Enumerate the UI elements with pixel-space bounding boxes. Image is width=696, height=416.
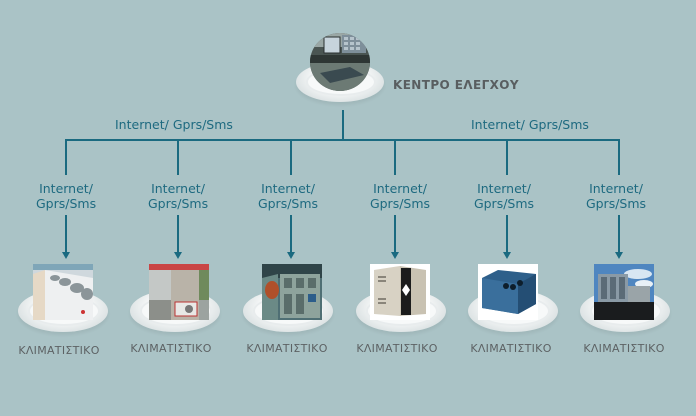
branch-1-arrowhead-icon bbox=[62, 252, 70, 259]
branch-3-link-line2: Gprs/Sms bbox=[257, 196, 319, 211]
center-title: ΚΕΝΤΡΟ ΕΛΕΓΧΟΥ bbox=[393, 78, 519, 92]
unit-3-industrial-cabinet-icon bbox=[262, 264, 322, 320]
unit-4-label: ΚΛΙΜΑΤΙΣΤΙΚΟ bbox=[356, 342, 438, 355]
unit-3-label: ΚΛΙΜΑΤΙΣΤΙΚΟ bbox=[246, 342, 328, 355]
branch-6-link-line1: Internet/ bbox=[589, 181, 643, 196]
branch-5-link-label: Internet/ Gprs/Sms bbox=[472, 181, 536, 211]
branch-3-drop-line bbox=[290, 139, 292, 175]
branch-6-link-line2: Gprs/Sms bbox=[585, 196, 647, 211]
control-room-icon bbox=[310, 33, 370, 91]
branch-2-drop-line bbox=[177, 139, 179, 175]
unit-5-packaged-unit-icon bbox=[478, 264, 538, 320]
branch-5-link-line2: Gprs/Sms bbox=[473, 196, 535, 211]
branch-5-drop-line bbox=[506, 139, 508, 175]
branch-2-link-label: Internet/ Gprs/Sms bbox=[148, 181, 208, 211]
branch-2-arrow-line bbox=[177, 215, 179, 253]
branch-6-link-label: Internet/ Gprs/Sms bbox=[584, 181, 648, 211]
branch-3-arrowhead-icon bbox=[287, 252, 295, 259]
branch-3-link-line1: Internet/ bbox=[261, 181, 315, 196]
branch-2-arrowhead-icon bbox=[174, 252, 182, 259]
trunk-horizontal-line bbox=[65, 139, 620, 141]
branch-4-drop-line bbox=[394, 139, 396, 175]
unit-4-air-handling-unit-icon bbox=[370, 264, 430, 320]
trunk-link-label-right: Internet/ Gprs/Sms bbox=[471, 117, 589, 132]
branch-2-link-line1: Internet/ bbox=[151, 181, 205, 196]
branch-6-arrow-line bbox=[618, 215, 620, 253]
branch-3-arrow-line bbox=[290, 215, 292, 253]
branch-1-drop-line bbox=[65, 139, 67, 175]
branch-2-link-line2: Gprs/Sms bbox=[148, 196, 209, 211]
trunk-link-label-left: Internet/ Gprs/Sms bbox=[115, 117, 233, 132]
branch-3-link-label: Internet/ Gprs/Sms bbox=[256, 181, 320, 211]
branch-1-link-line1: Internet/ bbox=[39, 181, 93, 196]
unit-6-rooftop-ahu-icon bbox=[594, 264, 654, 320]
branch-5-arrowhead-icon bbox=[503, 252, 511, 259]
branch-5-link-line1: Internet/ bbox=[477, 181, 531, 196]
branch-6-drop-line bbox=[618, 139, 620, 175]
unit-2-label: ΚΛΙΜΑΤΙΣΤΙΚΟ bbox=[130, 342, 212, 355]
branch-4-arrowhead-icon bbox=[391, 252, 399, 259]
unit-1-label: ΚΛΙΜΑΤΙΣΤΙΚΟ bbox=[18, 344, 100, 357]
branch-5-arrow-line bbox=[506, 215, 508, 253]
branch-4-link-line2: Gprs/Sms bbox=[369, 196, 431, 211]
branch-1-link-line2: Gprs/Sms bbox=[36, 196, 97, 211]
branch-1-link-label: Internet/ Gprs/Sms bbox=[36, 181, 96, 211]
unit-5-label: ΚΛΙΜΑΤΙΣΤΙΚΟ bbox=[470, 342, 552, 355]
branch-4-arrow-line bbox=[394, 215, 396, 253]
unit-6-label: ΚΛΙΜΑΤΙΣΤΙΚΟ bbox=[583, 342, 665, 355]
branch-1-arrow-line bbox=[65, 215, 67, 253]
branch-4-link-line1: Internet/ bbox=[373, 181, 427, 196]
branch-6-arrowhead-icon bbox=[615, 252, 623, 259]
unit-2-split-ac-icon bbox=[149, 264, 209, 320]
trunk-vertical-line bbox=[342, 110, 344, 140]
unit-1-rooftop-ac-icon bbox=[33, 264, 93, 320]
branch-4-link-label: Internet/ Gprs/Sms bbox=[368, 181, 432, 211]
